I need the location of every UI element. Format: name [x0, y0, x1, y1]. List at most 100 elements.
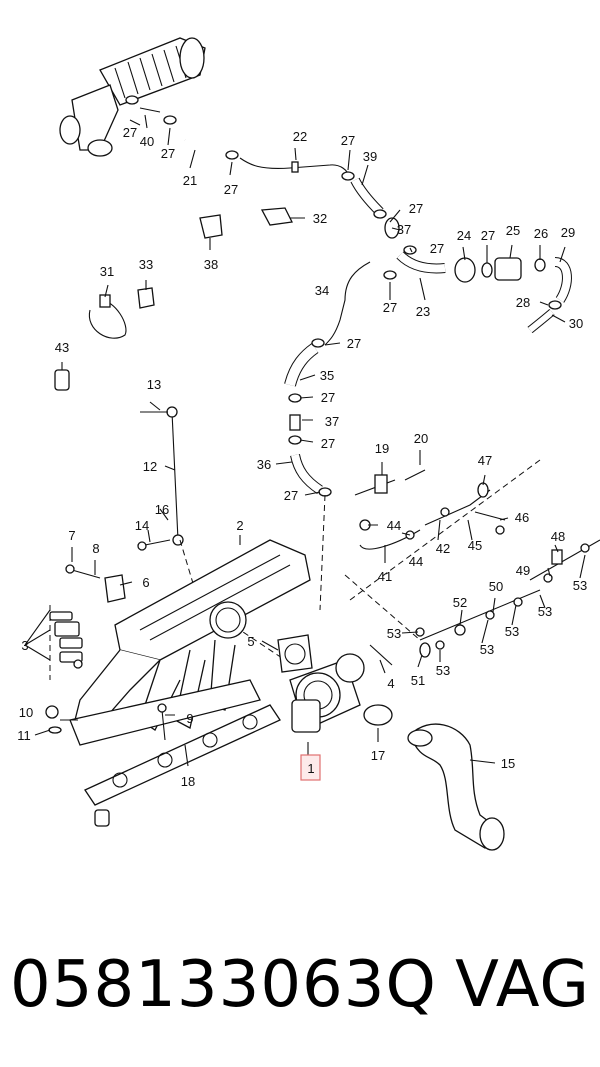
hose-36	[290, 453, 323, 495]
part-caption: 058133063Q VAG	[10, 940, 590, 1030]
callout-50: 50	[489, 579, 503, 594]
callout-16: 16	[155, 502, 169, 517]
callout-40: 40	[140, 134, 154, 149]
callout-37b: 37	[325, 414, 339, 429]
callout-45: 45	[468, 538, 482, 553]
callout-51: 51	[411, 673, 425, 688]
callout-labels: 2 3 4 5 6 7 8 9 10 11 12 13 14 15 16 17 …	[17, 125, 587, 789]
callout-53d: 53	[505, 624, 519, 639]
callout-17: 17	[371, 748, 385, 763]
gasket-18	[84, 704, 281, 806]
callout-53b: 53	[436, 663, 450, 678]
hose-35	[284, 343, 319, 387]
intake-manifold	[69, 539, 311, 746]
hose-23	[396, 251, 446, 274]
valve-24-25	[454, 257, 522, 283]
hose-30	[527, 308, 555, 334]
callout-27i: 27	[347, 336, 361, 351]
sensor-lower	[94, 809, 110, 827]
callout-21: 21	[183, 173, 197, 188]
exploded-parts-diagram: 1 2 3 4 5 6 7 8 9 10 11 12 13 14 15 16 1…	[17, 37, 600, 851]
bracket-6	[104, 574, 126, 603]
callout-27a: 27	[123, 125, 137, 140]
callout-23: 23	[416, 304, 430, 319]
callout-44b: 44	[409, 554, 423, 569]
callout-3: 3	[21, 638, 28, 653]
callout-label-1: 1	[307, 761, 314, 776]
callout-19: 19	[375, 441, 389, 456]
callout-18: 18	[181, 774, 195, 789]
callout-49: 49	[516, 563, 530, 578]
callout-27j: 27	[321, 390, 335, 405]
callout-32: 32	[313, 211, 327, 226]
callout-36: 36	[257, 457, 271, 472]
callout-7: 7	[68, 528, 75, 543]
connector-37-lower	[289, 414, 301, 431]
callout-27c: 27	[224, 182, 238, 197]
hose-15	[407, 723, 505, 851]
callout-27e: 27	[409, 201, 423, 216]
callout-29: 29	[561, 225, 575, 240]
callout-14: 14	[135, 518, 149, 533]
bolt-14-16	[137, 539, 171, 551]
callout-27l: 27	[284, 488, 298, 503]
highlighted-callout-1: 1	[300, 754, 321, 781]
callout-20: 20	[414, 431, 428, 446]
callout-28: 28	[516, 295, 530, 310]
callout-5: 5	[247, 634, 254, 649]
clamp-17	[363, 704, 393, 726]
throttle-body	[289, 653, 365, 733]
callout-33: 33	[139, 257, 153, 272]
clip-31-33	[88, 287, 155, 339]
callout-8: 8	[92, 541, 99, 556]
injectors-3	[49, 611, 83, 669]
hose-29	[554, 257, 572, 303]
hose-39	[350, 177, 384, 216]
callout-53e: 53	[538, 604, 552, 619]
callout-9: 9	[186, 711, 193, 726]
callout-6: 6	[142, 575, 149, 590]
callout-27k: 27	[321, 436, 335, 451]
callout-25: 25	[506, 223, 520, 238]
clamps-27	[125, 95, 562, 497]
line-48-49	[529, 539, 600, 583]
callout-27d: 27	[341, 133, 355, 148]
callout-53c: 53	[480, 642, 494, 657]
brand-label: VAG	[455, 948, 590, 1022]
callout-53f: 53	[573, 578, 587, 593]
callout-37a: 37	[397, 222, 411, 237]
callout-39: 39	[363, 149, 377, 164]
bolt-40	[139, 107, 161, 113]
callout-26: 26	[534, 226, 548, 241]
callout-41: 41	[378, 569, 392, 584]
callout-44a: 44	[387, 518, 401, 533]
callout-27b: 27	[161, 146, 175, 161]
callout-48: 48	[551, 529, 565, 544]
valve-19-20	[354, 469, 426, 496]
callout-24: 24	[457, 228, 471, 243]
bolt-7-8	[65, 564, 101, 579]
hose-34	[324, 261, 371, 346]
nut-10-washer-11	[45, 705, 62, 734]
callout-38: 38	[204, 257, 218, 272]
callout-11: 11	[17, 728, 31, 743]
gasket-5	[277, 634, 313, 673]
leader-lines	[24, 114, 586, 767]
stay-12	[140, 406, 184, 546]
callout-34: 34	[315, 283, 329, 298]
callout-43: 43	[55, 340, 69, 355]
intake-bellows-hose	[59, 37, 206, 157]
bolt-9	[157, 703, 167, 741]
callout-12: 12	[143, 459, 157, 474]
callout-10: 10	[19, 705, 33, 720]
hose-46-47	[474, 482, 506, 535]
part-number: 058133063Q	[10, 948, 437, 1022]
callout-46: 46	[515, 510, 529, 525]
callout-47: 47	[478, 453, 492, 468]
callout-4: 4	[387, 676, 394, 691]
callout-27f: 27	[430, 241, 444, 256]
callout-52: 52	[453, 595, 467, 610]
bolt-4	[369, 644, 393, 666]
callout-27g: 27	[481, 228, 495, 243]
callout-31: 31	[100, 264, 114, 279]
